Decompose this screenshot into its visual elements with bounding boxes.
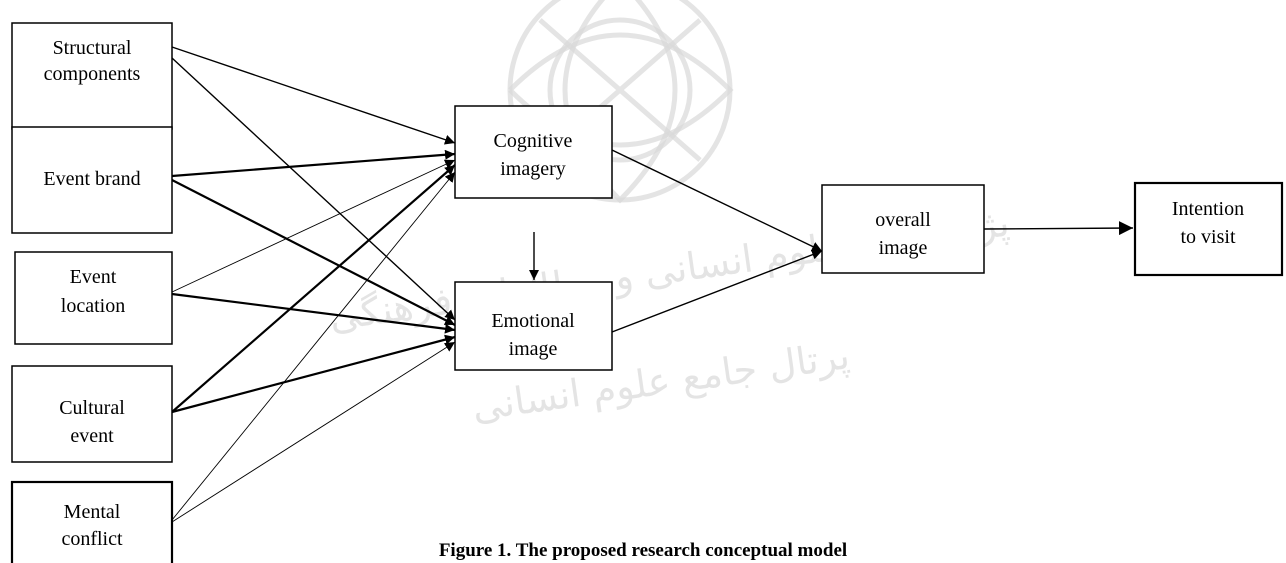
node-cognitive-imagery: Cognitive imagery [454,105,613,199]
edge-structural-emotional [171,57,456,321]
edge-mental-cognitive [171,171,456,521]
node-label-line1: overall [875,209,931,231]
node-label-line1: Cultural [59,397,125,419]
node-label-line1: Cognitive [494,130,573,152]
node-overall-image: overall image [821,184,985,274]
node-label-line1: Structural [53,37,132,59]
node-label-line1: Mental [64,501,121,523]
node-label-line1: Event brand [43,168,140,190]
edge-brand-emotional [171,179,456,326]
edges [171,46,1134,523]
node-label-line2: to visit [1180,226,1235,248]
node-label-line2: conflict [61,528,123,550]
node-label-line1: Event [70,266,117,288]
node-emotional-image: Emotional image [454,281,613,371]
edge-cognitive-overall [611,149,823,252]
node-label-line2: image [879,237,928,259]
edge-structural-cognitive [171,46,456,145]
node-event-brand: Event brand [11,126,173,234]
edge-overall-intention [983,221,1134,236]
edge-cultural-cognitive [171,164,456,413]
node-cultural-event: Cultural event [11,365,173,463]
edge-emotional-overall [611,249,823,333]
node-label-line1: Intention [1172,198,1244,220]
node-label-line2: image [509,338,558,360]
node-structural-components: Structural components [11,22,173,130]
node-label-line2: imagery [500,158,566,180]
edge-mental-emotional [171,341,456,523]
node-label-line2: components [44,63,141,85]
edge-cultural-emotional [171,334,456,414]
edge-location-emotional [171,292,456,334]
node-mental-conflict: Mental conflict [10,480,174,563]
figure-caption: Figure 1. The proposed research conceptu… [438,540,848,561]
node-event-location: Event location [14,251,173,345]
node-label-line1: Emotional [491,310,575,332]
node-label-line2: location [61,295,125,317]
edge-brand-cognitive [171,149,456,178]
node-intention-to-visit: Intention to visit [1133,181,1284,277]
node-label-line2: event [70,425,114,447]
edge-location-cognitive [171,159,456,293]
